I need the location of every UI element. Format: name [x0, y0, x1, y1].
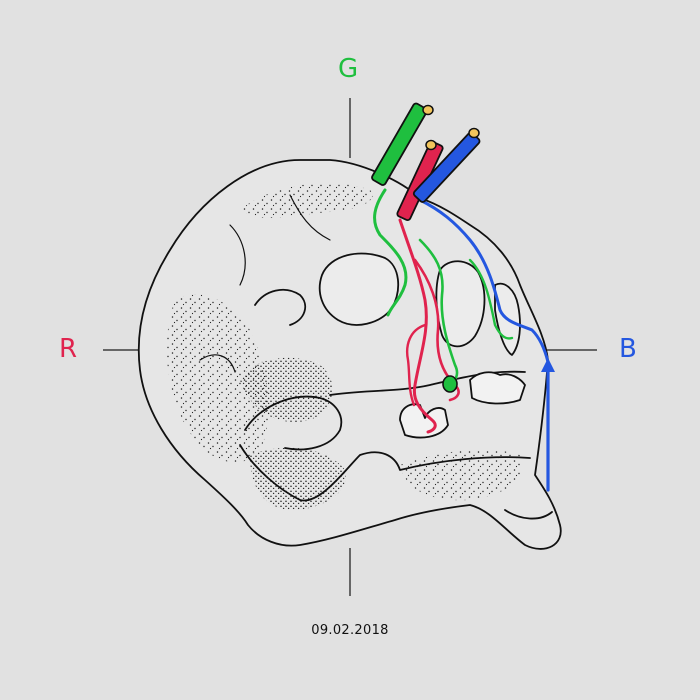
date-caption: 09.02.2018 — [311, 623, 389, 638]
skull-shading-top — [240, 182, 373, 219]
blue-channel — [418, 198, 550, 492]
skull-shading-jaw — [250, 447, 346, 511]
skull-shading-back — [166, 294, 269, 463]
red-vein-branch-2 — [406, 323, 427, 407]
red-vein-main — [398, 218, 437, 434]
green-tube-bulb — [442, 375, 458, 393]
skull-orbit-left — [318, 252, 400, 326]
crosshair — [103, 98, 597, 596]
skull-mandible-chin — [504, 509, 553, 520]
skull-suture — [199, 194, 331, 373]
skull-illustration — [137, 159, 562, 550]
skull-ear-ridge — [254, 288, 307, 326]
blue-arrow-head — [541, 358, 555, 372]
label-red-r: R — [59, 334, 78, 364]
green-tube — [371, 102, 428, 186]
green-vein-main — [373, 188, 408, 317]
skull-teeth — [399, 403, 449, 439]
red-channel — [398, 218, 460, 434]
skull-orbit-right — [435, 260, 486, 348]
label-green-g: G — [338, 54, 359, 84]
red-vein-branch-1 — [413, 258, 460, 402]
green-vein-branch-2 — [468, 258, 514, 340]
skull-shading-temple — [240, 357, 333, 423]
skull-shading-chin — [400, 449, 523, 501]
skull-teeth-front — [469, 371, 526, 405]
red-tube-end — [425, 139, 437, 151]
green-channel — [373, 188, 514, 387]
green-tube-end — [422, 104, 434, 116]
skull-zygomatic — [244, 395, 343, 451]
green-vein-branch-1 — [418, 238, 459, 387]
blue-tube-end — [468, 127, 480, 139]
blue-vein-main — [418, 198, 550, 364]
label-blue-b: B — [619, 334, 637, 364]
skull-mandible — [239, 444, 531, 502]
